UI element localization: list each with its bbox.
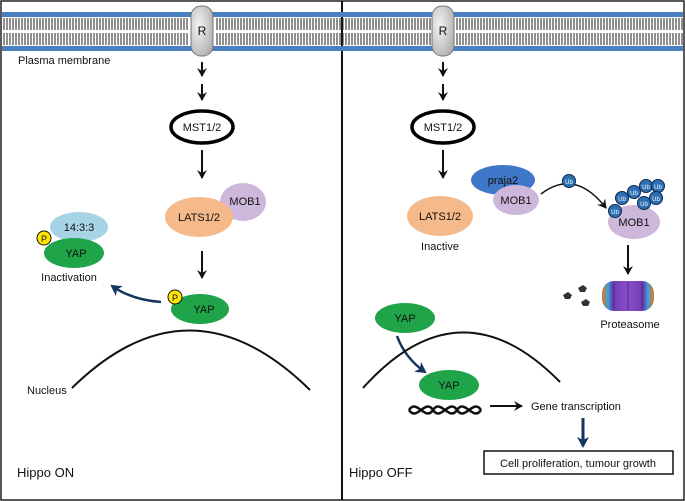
phospho-label-yap-bound: P — [41, 234, 47, 244]
hippo-on-title: Hippo ON — [17, 465, 74, 480]
mst-label-right: MST1/2 — [424, 122, 463, 134]
lats-label-right: LATS1/2 — [419, 211, 461, 223]
yap-label-cytoplasm-right: YAP — [394, 313, 415, 325]
receptor-left: R — [190, 5, 214, 57]
membrane-outer-leaflet — [2, 12, 683, 17]
ub-tag-4: Ub — [651, 179, 665, 193]
right-panel: MST1/2 LATS1/2 Inactive praja2 MOB1 Ub M… — [349, 62, 674, 480]
ub-tag-5: Ub — [649, 191, 663, 205]
yap-node-cytoplasm-right — [375, 303, 435, 333]
mob1-label-left: MOB1 — [229, 196, 260, 208]
svg-text:Ub: Ub — [654, 185, 662, 191]
ub-tag-7: Ub — [608, 204, 622, 218]
mst-label-left: MST1/2 — [183, 122, 222, 134]
mst-node-left — [169, 109, 235, 145]
plasma-membrane — [2, 12, 683, 51]
receptor-right: R — [431, 5, 455, 57]
mst-node-right — [410, 109, 476, 145]
phospho-marker-yap-bound — [36, 230, 52, 246]
ub-tag-2: Ub — [627, 185, 641, 199]
ubiquitination-arrow — [540, 183, 607, 209]
gene-transcription-label: Gene transcription — [531, 401, 621, 413]
complex-1433-label: 14:3:3 — [64, 222, 95, 234]
receptor-label-right: R — [439, 24, 448, 38]
ub-chain: Ub Ub Ub Ub Ub Ub Ub — [608, 179, 665, 218]
svg-text:Ub: Ub — [652, 197, 660, 203]
lats-label-left: LATS1/2 — [178, 212, 220, 224]
yap-label-left: YAP — [193, 304, 214, 316]
ub-tag-3: Ub — [639, 179, 653, 193]
mob1-node-right — [493, 185, 539, 215]
proteasome-icon — [602, 281, 654, 311]
ub-tag-6: Ub — [637, 196, 651, 210]
inactivation-arrow — [110, 284, 162, 304]
svg-text:Ub: Ub — [642, 185, 650, 191]
svg-text:Ub: Ub — [630, 191, 638, 197]
nuclear-translocation-arrow — [395, 335, 427, 374]
yap-node-nucleus — [419, 370, 479, 400]
svg-text:Ub: Ub — [611, 210, 619, 216]
yap-label-nucleus: YAP — [438, 380, 459, 392]
peptide-fragments-icon — [563, 285, 590, 306]
receptor-label-left: R — [198, 24, 207, 38]
phospho-label-yap: P — [172, 293, 178, 303]
proteasome-label: Proteasome — [600, 319, 659, 331]
plasma-membrane-label: Plasma membrane — [18, 55, 110, 67]
yap-bound-node — [44, 238, 104, 268]
membrane-inner-leaflet — [2, 46, 683, 51]
yap-bound-label: YAP — [65, 248, 86, 260]
inactive-label: Inactive — [421, 241, 459, 253]
lats-node-left — [165, 197, 233, 237]
yap-node-left — [171, 294, 229, 324]
left-panel: MST1/2 MOB1 LATS1/2 YAP P 14:3:3 YAP P I… — [17, 62, 311, 480]
dna-helix-icon — [407, 405, 483, 415]
svg-text:Ub: Ub — [565, 180, 573, 186]
complex-1433-node — [50, 212, 108, 242]
svg-text:Ub: Ub — [640, 202, 648, 208]
phospho-marker-yap — [167, 289, 183, 305]
outcome-label: Cell proliferation, tumour growth — [500, 458, 656, 470]
lipid-tails — [3, 18, 683, 45]
mob1-ubiquitinated-label: MOB1 — [618, 217, 649, 229]
nucleus-envelope-left — [71, 329, 311, 391]
inactivation-label: Inactivation — [41, 272, 97, 284]
outcome-box — [483, 450, 674, 475]
ub-tag-on-arrow: Ub — [562, 174, 576, 188]
hippo-off-title: Hippo OFF — [349, 465, 413, 480]
lats-node-right — [407, 196, 473, 236]
mob1-label-right: MOB1 — [500, 195, 531, 207]
ub-tag-1: Ub — [615, 191, 629, 205]
svg-text:Ub: Ub — [618, 197, 626, 203]
praja2-label: praja2 — [488, 175, 519, 187]
nucleus-envelope-right — [362, 331, 561, 389]
nucleus-label: Nucleus — [27, 385, 67, 397]
